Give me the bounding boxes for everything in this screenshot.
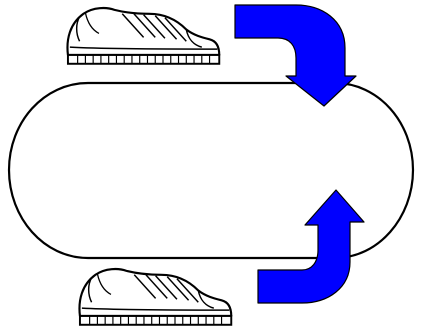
oval-track <box>7 81 415 260</box>
sneaker-icon-bottom <box>78 267 233 326</box>
curved-arrow-icon-bottom <box>257 189 365 304</box>
sneaker-icon-top <box>66 6 221 65</box>
curved-arrow-icon-top <box>234 4 357 107</box>
